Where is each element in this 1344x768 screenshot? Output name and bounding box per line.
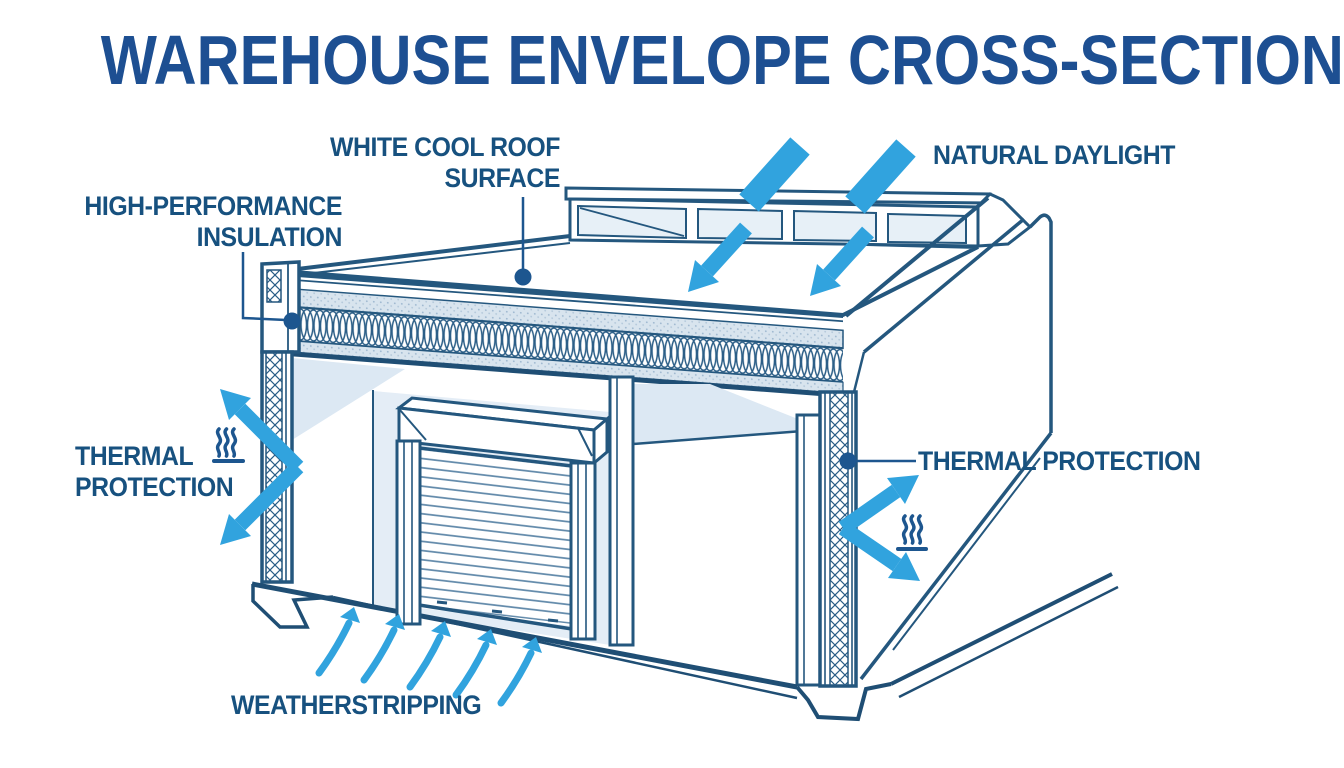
door-slats [419,450,572,624]
wall-insulation [829,391,849,687]
label-line: HIGH-PERFORMANCE [84,191,342,221]
callout-dot-thermal [839,452,857,470]
heat-icon-right [896,514,928,551]
daylight-beam [739,137,810,212]
callout-dot-insulation [283,312,301,330]
ground-line-2 [898,585,1119,699]
label-high-performance-insulation: HIGH-PERFORMANCE INSULATION [83,191,342,253]
thermal-arrows-left [220,389,304,545]
interior-shade-bay-header [633,384,803,444]
label-line: SURFACE [444,163,561,193]
label-natural-daylight: NATURAL DAYLIGHT [933,140,1175,170]
heat-icon-left [212,427,245,463]
label-weatherstripping: WEATHERSTRIPPING [231,690,482,720]
label-thermal-protection-right: THERMAL PROTECTION [918,446,1201,476]
page-title: WAREHOUSE ENVELOPE CROSS-SECTION [100,21,1344,99]
airflow-arrow [456,629,497,695]
window-pane [887,212,967,245]
pane-glazing-line [579,207,685,237]
label-white-cool-roof: WHITE COOL ROOF SURFACE [275,132,560,194]
wall-insulation [265,351,283,583]
label-line: PROTECTION [75,472,234,502]
label-line: THERMAL [75,441,194,471]
rollup-door [395,396,611,641]
thermal-arrow [888,552,920,581]
thermal-arrow [220,389,251,420]
callouts [241,197,916,470]
left-footing [251,584,334,629]
thermal-arrows-right [838,475,920,581]
daylight-arrow [688,222,752,292]
right-footing [795,682,892,722]
left-wall-section [260,260,301,584]
callout-dot-roof [514,268,532,286]
interior-shade-left [292,358,405,440]
door-bottom-seal [436,600,559,623]
daylight-arrows [688,137,916,296]
leader-line-insulation [241,252,287,322]
window-pane [793,209,877,243]
daylight-beam [845,139,916,214]
rear-right-corner [1028,213,1053,433]
interior-post [608,375,635,647]
door-rail-left [395,439,422,626]
ground-line [890,572,1113,686]
daylight-arrow [810,226,874,296]
airflow-arrow [410,621,451,687]
roof-batt-insulation-layer [281,306,843,383]
bay-jamb [795,413,822,687]
clerestory-windows [564,186,1033,248]
label-line: INSULATION [196,222,343,252]
roof-insulation-band [280,271,844,398]
airflow-arrow [319,607,360,673]
right-exterior-edges [844,196,1053,681]
airflow-arrow [364,614,405,680]
airflow-arrow [501,637,542,703]
label-line: WHITE COOL ROOF [330,132,560,162]
door-rail-right [569,461,597,641]
thermal-arrow [220,514,251,545]
thermal-arrow [887,475,919,504]
label-thermal-protection-left: THERMAL PROTECTION [75,441,234,503]
